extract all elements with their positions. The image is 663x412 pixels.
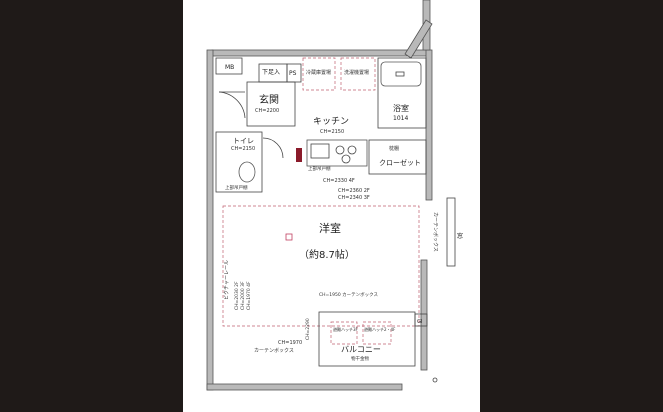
hatch-3f: [330, 321, 358, 345]
label-washer: 洗濯機置場: [344, 69, 369, 76]
label-toilet: トイレ: [233, 137, 254, 145]
label-ch-left-4: CH=1970 4F: [246, 281, 252, 310]
label-curtain-box-right: カーテンボックス: [432, 212, 439, 252]
label-ch-left-2: CH=2030 2F: [234, 281, 240, 310]
label-ps: PS: [289, 70, 297, 77]
bathtub: [380, 61, 422, 87]
toilet-door-swing: [262, 137, 284, 159]
kitchen-marker: [296, 148, 302, 162]
stove-burner-1: [335, 145, 345, 155]
label-entrance-ch: CH=2200: [255, 108, 279, 114]
outer-wall-bottom: [206, 383, 403, 391]
label-shelf: 枕棚: [389, 145, 399, 152]
fridge-space: [302, 57, 336, 91]
label-kitchen: キッチン: [313, 116, 349, 127]
label-hatch-2-4f: 避難ハッチ2・4F: [364, 326, 396, 332]
label-ch-2340: CH=2340 3F: [338, 195, 370, 201]
bathtub-drain: [395, 71, 405, 77]
label-picture-rail: ピクチャーレール: [224, 260, 230, 300]
window-right: [446, 197, 456, 267]
floor-plan: MB 下足入 PS 冷蔵庫置場 洗濯機置場 浴室 1014 玄関 CH=2200…: [206, 0, 463, 391]
label-ch-2330: CH=2330 4F: [323, 178, 355, 184]
label-shoe-box: 下足入: [262, 69, 280, 76]
floor-plan-sheet: MB 下足入 PS 冷蔵庫置場 洗濯機置場 浴室 1014 玄関 CH=2200…: [183, 0, 480, 412]
outer-wall-diagonal: [404, 19, 433, 59]
label-toilet-ch: CH=2150: [231, 146, 255, 152]
label-western-room: 洋室: [319, 221, 341, 235]
gi-box: [414, 313, 428, 327]
stove-burner-3: [341, 154, 351, 164]
label-drying-hardware: 物干金物: [351, 355, 369, 362]
outer-wall-right: [425, 49, 433, 201]
stove-burner-2: [347, 145, 357, 155]
western-room: [222, 205, 420, 327]
mb-box: [215, 57, 243, 75]
label-window: 窓: [457, 232, 463, 240]
label-room-size: （約8.7帖）: [299, 248, 355, 261]
label-upper-cabinet-2: 上部吊戸棚: [225, 184, 248, 191]
ceiling-light-marker: [285, 233, 293, 241]
entrance-door-swing: [218, 91, 246, 119]
outer-wall-right-lower: [420, 259, 428, 371]
hatch-2-4f: [362, 321, 392, 345]
label-hatch-3f: 避難ハッチ3F: [333, 326, 359, 332]
north-mark: [432, 377, 438, 383]
label-ch-2290: CH=2290: [305, 318, 311, 340]
toilet-bowl: [238, 161, 256, 183]
entrance-area: [246, 81, 296, 127]
toilet-room: [215, 131, 263, 193]
bath-room: [377, 57, 427, 129]
label-ch-left-3: CH=2000 3F: [240, 281, 246, 310]
label-upper-cabinet-1: 上部吊戸棚: [308, 165, 331, 172]
label-entrance: 玄関: [259, 93, 279, 106]
label-gi: GI: [417, 319, 422, 325]
outer-wall-top: [211, 49, 428, 57]
closet: [368, 139, 427, 175]
label-kitchen-ch: CH=2150: [320, 129, 344, 135]
balcony: [318, 311, 416, 367]
washer-space: [340, 57, 376, 91]
label-fridge: 冷蔵庫置場: [306, 69, 331, 76]
label-ch-2360: CH=2360 2F: [338, 188, 370, 194]
kitchen-sink: [310, 143, 330, 159]
label-bath-size: 1014: [393, 115, 408, 122]
label-bath: 浴室: [393, 103, 409, 113]
outer-wall-left: [206, 49, 214, 391]
label-curtain-box-bottom: カーテンボックス: [254, 347, 294, 354]
label-closet: クローゼット: [379, 158, 421, 167]
label-mb: MB: [225, 64, 234, 71]
label-balcony: バルコニー: [341, 345, 381, 354]
label-ch-mid: CH=1950 カーテンボックス: [319, 291, 379, 298]
label-ch-1970: CH=1970: [278, 340, 302, 346]
